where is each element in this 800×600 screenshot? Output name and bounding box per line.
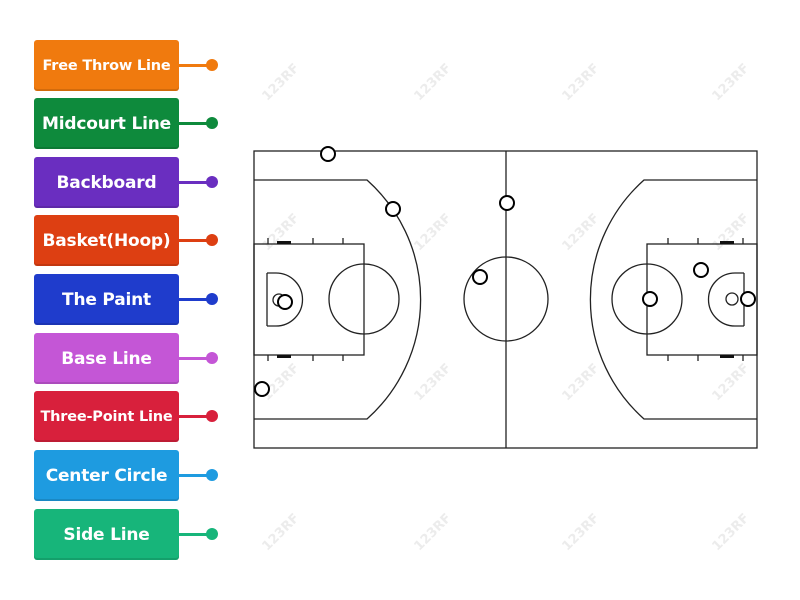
watermark: 123RF: [259, 60, 303, 105]
drop-target-8[interactable]: [641, 290, 658, 307]
label-tile[interactable]: Free Throw Line: [34, 40, 179, 91]
label-tile[interactable]: Center Circle: [34, 450, 179, 501]
connector-line: [179, 64, 209, 67]
drop-target-1[interactable]: [319, 145, 336, 162]
label-center-circle[interactable]: Center Circle: [34, 450, 224, 501]
right-three-point-line: [589, 179, 757, 420]
drop-target-5[interactable]: [276, 293, 293, 310]
watermark: 123RF: [259, 210, 303, 255]
label-tile[interactable]: Midcourt Line: [34, 98, 179, 149]
connector-line: [179, 533, 209, 536]
label-tile[interactable]: Base Line: [34, 333, 179, 384]
connector-handle[interactable]: [206, 528, 218, 540]
watermark: 123RF: [709, 360, 753, 405]
label-free-throw-line[interactable]: Free Throw Line: [34, 40, 224, 91]
watermark: 123RF: [411, 360, 455, 405]
left-free-throw-circle: [328, 263, 400, 335]
connector-handle[interactable]: [206, 176, 218, 188]
label-tile[interactable]: Three-Point Line: [34, 391, 179, 442]
connector-line: [179, 474, 209, 477]
connector-handle[interactable]: [206, 410, 218, 422]
drop-target-6[interactable]: [253, 380, 270, 397]
watermark: 123RF: [559, 360, 603, 405]
watermark: 123RF: [709, 210, 753, 255]
left-paint: [253, 243, 365, 356]
label-three-point-line[interactable]: Three-Point Line: [34, 391, 224, 442]
label-base-line[interactable]: Base Line: [34, 333, 224, 384]
connector-handle[interactable]: [206, 59, 218, 71]
label-list: Free Throw Line Midcourt Line Backboard …: [0, 0, 240, 600]
watermark: 123RF: [709, 60, 753, 105]
label-midcourt-line[interactable]: Midcourt Line: [34, 98, 224, 149]
watermark: 123RF: [559, 510, 603, 555]
connector-line: [179, 122, 209, 125]
connector-handle[interactable]: [206, 352, 218, 364]
label-backboard[interactable]: Backboard: [34, 157, 224, 208]
connector-line: [179, 357, 209, 360]
label-the-paint[interactable]: The Paint: [34, 274, 224, 325]
watermark: 123RF: [411, 60, 455, 105]
connector-line: [179, 298, 209, 301]
drop-target-3[interactable]: [498, 194, 515, 211]
watermark: 123RF: [709, 510, 753, 555]
drop-target-7[interactable]: [692, 261, 709, 278]
label-side-line[interactable]: Side Line: [34, 509, 224, 560]
watermark: 123RF: [411, 210, 455, 255]
label-tile[interactable]: Side Line: [34, 509, 179, 560]
watermark: 123RF: [559, 210, 603, 255]
watermark: 123RF: [411, 510, 455, 555]
right-restricted-arc: [707, 272, 744, 327]
connector-line: [179, 181, 209, 184]
watermark: 123RF: [259, 510, 303, 555]
label-basket-hoop[interactable]: Basket(Hoop): [34, 215, 224, 266]
label-tile[interactable]: Backboard: [34, 157, 179, 208]
connector-handle[interactable]: [206, 234, 218, 246]
connector-line: [179, 239, 209, 242]
drop-target-9[interactable]: [739, 290, 756, 307]
right-hoop: [725, 292, 739, 306]
watermark: 123RF: [559, 60, 603, 105]
label-tile[interactable]: Basket(Hoop): [34, 215, 179, 266]
connector-handle[interactable]: [206, 117, 218, 129]
label-tile[interactable]: The Paint: [34, 274, 179, 325]
connector-handle[interactable]: [206, 293, 218, 305]
drop-target-4[interactable]: [471, 268, 488, 285]
drop-target-2[interactable]: [384, 200, 401, 217]
connector-handle[interactable]: [206, 469, 218, 481]
connector-line: [179, 415, 209, 418]
